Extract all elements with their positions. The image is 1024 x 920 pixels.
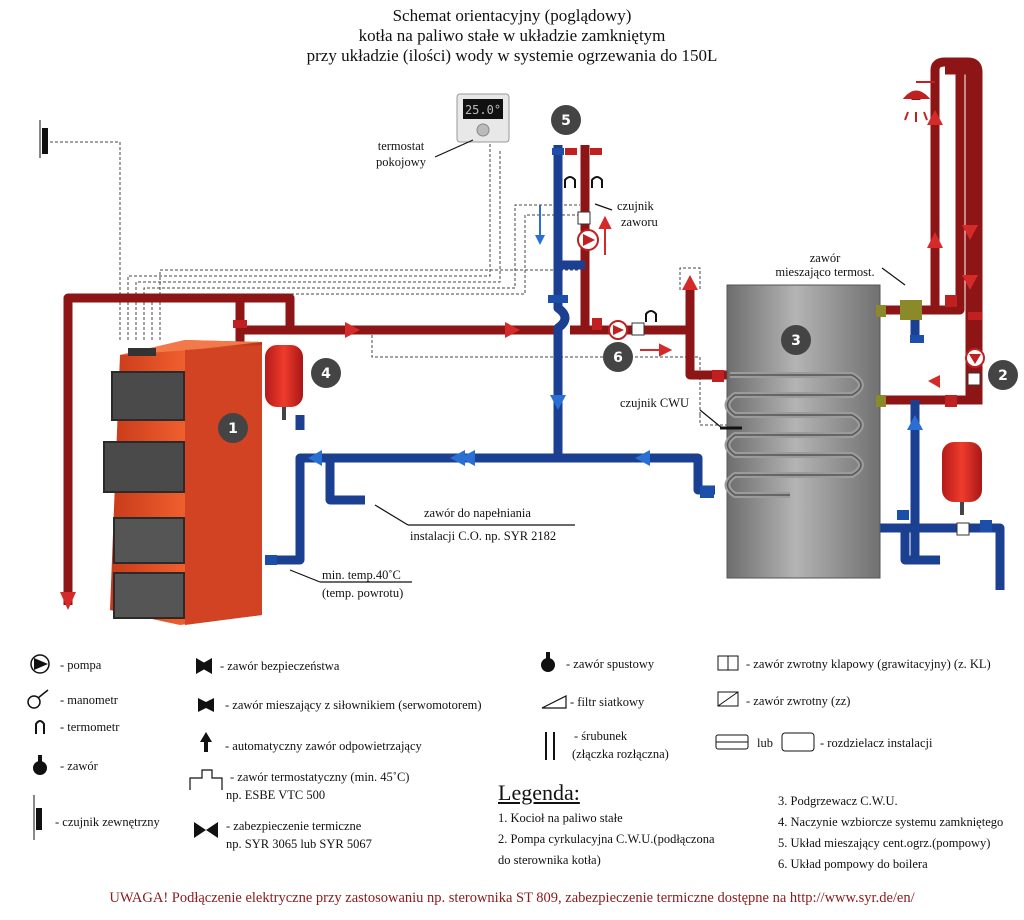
label-cwu-sensor: czujnik CWU [620, 396, 690, 410]
external-sensor-icon [36, 808, 42, 830]
label-min-temp-2: (temp. powrotu) [322, 586, 404, 600]
small-flow-red [598, 215, 673, 357]
drain-valve-icon [541, 658, 555, 672]
legend-item-1: 1. Kocioł na paliwo stałe [498, 811, 623, 825]
thermostatic-valve-icon [189, 769, 223, 790]
marker-6: 6 [613, 350, 623, 366]
legend-thermostatic-2: np. ESBE VTC 500 [226, 788, 326, 802]
legend-flap-check: - zawór zwrotny klapowy (grawitacyjny) (… [746, 657, 991, 671]
marker-1: 1 [228, 421, 238, 437]
manometer-icon [27, 695, 41, 709]
legend-heading: Legenda: [498, 780, 580, 805]
label-mixing-valve-2: mieszająco termost. [775, 265, 875, 279]
marker-4: 4 [321, 366, 331, 382]
legend-safety-valve: - zawór bezpieczeństwa [220, 659, 340, 673]
legend-manifold: - rozdzielacz instalacji [820, 736, 933, 750]
title-line-1: Schemat orientacyjny (poglądowy) [392, 6, 632, 25]
fittings [233, 148, 992, 565]
label-valve-sensor-1: czujnik [617, 199, 654, 213]
flow-arrows-blue [308, 235, 923, 466]
marker-2: 2 [998, 368, 1008, 384]
legend-manometer: - manometr [60, 693, 118, 707]
legend-item-3: 3. Podgrzewacz C.W.U. [778, 794, 898, 808]
room-thermostat: 25.0° [456, 93, 510, 143]
legend-thermal-protection-1: - zabezpieczenie termiczne [226, 819, 362, 833]
legend-thermometer: - termometr [60, 720, 120, 734]
legend-pump: - pompa [60, 658, 102, 672]
marker-3: 3 [791, 333, 801, 349]
legend-union-2: (złączka rozłączna) [572, 747, 669, 761]
legend-icons [27, 652, 815, 840]
title-line-2: kotła na paliwo stałe w układzie zamknię… [358, 26, 666, 45]
legend-strainer: - filtr siatkowy [570, 695, 645, 709]
legend-item-2: 2. Pompa cyrkulacyjna C.W.U.(podłączona [498, 832, 715, 846]
air-vent-icon [200, 732, 212, 742]
label-fill-valve-2: instalacji C.O. np. SYR 2182 [410, 529, 557, 543]
title-line-3: przy układzie (ilości) wody w systemie o… [306, 46, 718, 65]
legend-check-valve: - zawór zwrotny (zz) [746, 694, 851, 708]
legend-thermostatic-1: - zawór termostatyczny (min. 45˚C) [230, 770, 410, 784]
legend-air-vent: - automatyczny zawór odpowietrzający [225, 739, 422, 753]
label-fill-valve-1: zawór do napełniania [424, 506, 531, 520]
valve-icon [33, 761, 47, 775]
flow-arrows-red [60, 110, 978, 610]
legend-thermal-protection-2: np. SYR 3065 lub SYR 5067 [226, 837, 372, 851]
boiler [103, 340, 262, 625]
thermostat-display: 25.0° [465, 103, 501, 117]
legend-external-sensor: - czujnik zewnętrzny [55, 815, 160, 829]
legend-item-5: 5. Układ mieszający cent.ogrz.(pompowy) [778, 836, 991, 850]
thermometer-icon [35, 720, 45, 734]
marker-5: 5 [561, 113, 571, 129]
warning-note: UWAGA! Podłączenie elektryczne przy zast… [109, 890, 915, 906]
pointer-lines [289, 139, 906, 583]
control-wires [50, 140, 730, 426]
expansion-vessel-cwu [942, 442, 982, 515]
label-mixing-valve-1: zawór [809, 251, 841, 265]
legend-item-4: 4. Naczynie wzbiorcze systemu zamknięteg… [778, 815, 1004, 829]
legend-or: lub [757, 736, 773, 750]
expansion-vessel-heating [265, 345, 303, 420]
shower-head [902, 81, 935, 122]
legend-item-6: 6. Układ pompowy do boilera [778, 857, 928, 871]
label-valve-sensor-2: zaworu [621, 215, 658, 229]
label-min-temp-1: min. temp.40˚C [322, 568, 401, 582]
label-thermostat-2: pokojowy [376, 155, 426, 169]
legend-union-1: - śrubunek [574, 729, 628, 743]
manifold-icon-2 [781, 732, 815, 752]
legend-item-2b: do sterownika kotła) [498, 853, 601, 867]
legend-mixing-valve: - zawór mieszający z siłownikiem (serwom… [225, 698, 482, 712]
strainer-icon [541, 695, 567, 709]
external-sensor [39, 120, 48, 158]
legend-drain-valve: - zawór spustowy [566, 657, 655, 671]
legend-valve: - zawór [60, 759, 98, 773]
number-markers: 1 2 3 4 5 6 [218, 105, 1018, 443]
label-thermostat-1: termostat [377, 139, 425, 153]
thermal-protection-icon [194, 822, 206, 838]
